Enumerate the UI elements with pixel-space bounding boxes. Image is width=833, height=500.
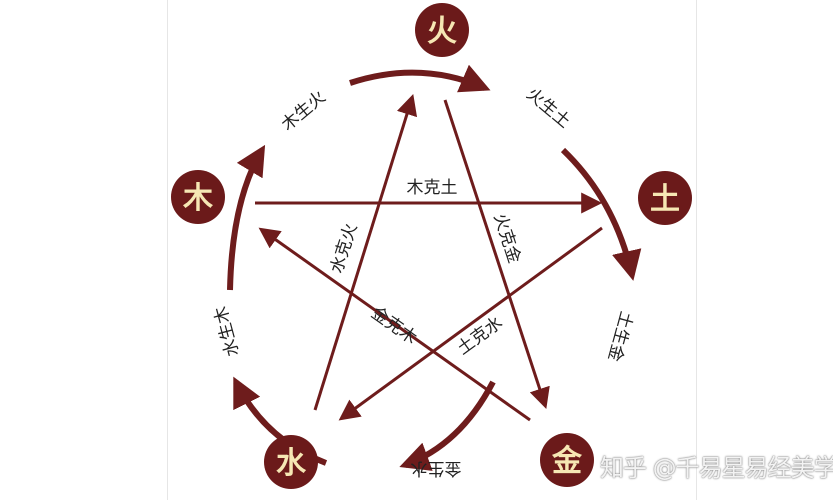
arrow-metal-wood (258, 227, 531, 422)
earth-node (638, 171, 692, 225)
arrow-earth-metal (399, 380, 496, 471)
wood-generates-fire: 木生火 (278, 87, 330, 135)
wood-label: 木 (182, 181, 213, 216)
fire-generates-earth: 火生土 (522, 84, 574, 132)
fire-label: 火 (427, 14, 457, 49)
water-label: 水 (276, 446, 307, 481)
arrow-fire-top (349, 64, 491, 93)
water-node (264, 435, 318, 489)
arrow-water-fire (313, 93, 418, 411)
metal-generates-water: 金生水 (411, 458, 462, 478)
water-overcomes-fire: 水克火 (327, 221, 362, 276)
fire-overcomes-metal: 火克金 (489, 211, 524, 266)
arrow-fire-metal (443, 99, 550, 409)
metal-node (540, 433, 594, 487)
wood-node (171, 170, 225, 224)
arrow-earth-water (338, 226, 603, 421)
wood-overcomes-earth: 木克土 (407, 178, 458, 198)
image-panel (167, 0, 697, 500)
metal-label: 金 (551, 444, 583, 479)
earth-generates-metal: 土生金 (604, 309, 637, 363)
arrow-fire-earth (560, 147, 642, 281)
arrow-wood-fire (227, 144, 266, 291)
earth-label: 土 (650, 182, 680, 217)
fire-node (415, 3, 469, 57)
earth-overcomes-water: 土克水 (454, 313, 507, 359)
watermark: 知乎 @千易星易经美学 (600, 454, 833, 482)
metal-overcomes-wood: 金克木 (367, 303, 420, 349)
water-generates-wood: 水生木 (211, 304, 244, 358)
